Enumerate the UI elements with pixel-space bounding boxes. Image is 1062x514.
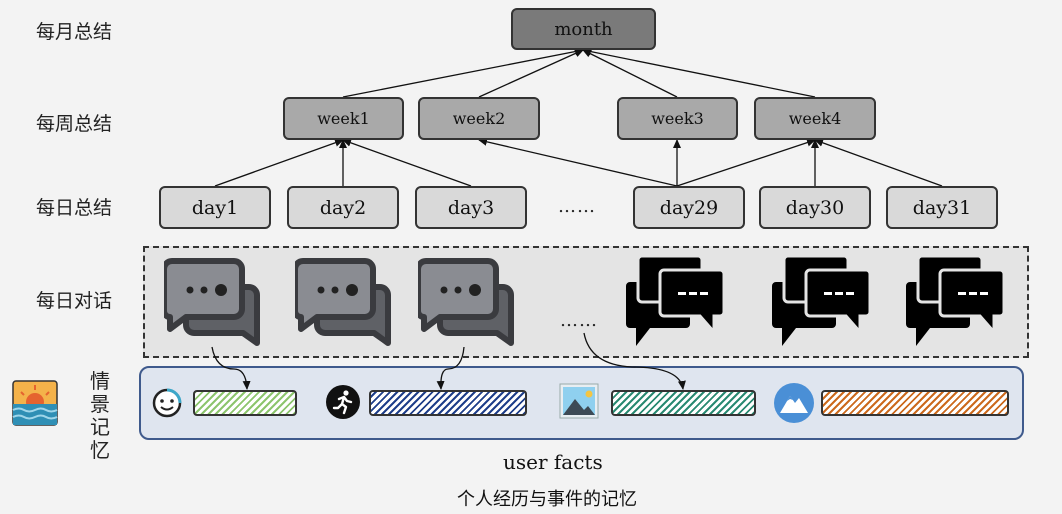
arrow-chat1-fact1 <box>211 346 251 390</box>
link-day1-week1 <box>214 138 344 187</box>
link-day29-week4 <box>676 138 816 187</box>
fact-bar-3 <box>611 390 756 416</box>
node-month: month <box>511 8 656 50</box>
fact-bar-4 <box>821 390 1009 416</box>
chat-bubbles-black-icon <box>772 254 872 346</box>
link-week4-month <box>582 47 816 98</box>
running-person-icon <box>326 385 360 419</box>
row-label-daily: 每日总结 <box>36 197 113 219</box>
episodic-memory-label: 情景记忆 <box>90 369 110 462</box>
row-label-weekly: 每周总结 <box>36 113 113 135</box>
fact-bar-1 <box>193 390 297 416</box>
sunset-beach-icon <box>12 380 58 426</box>
chat-bubbles-black-icon <box>626 254 726 346</box>
node-day30: day30 <box>759 186 871 229</box>
arrow-dialogue-fact3 <box>583 332 686 390</box>
dialogue-ellipsis: …… <box>560 310 598 331</box>
link-day29-week2 <box>478 137 678 187</box>
node-day3: day3 <box>415 186 527 229</box>
node-day29: day29 <box>633 186 745 229</box>
row-label-dialogue: 每日对话 <box>36 290 113 312</box>
link-week1-month <box>342 47 584 98</box>
link-week2-month <box>478 49 584 98</box>
landscape-icon <box>559 383 599 419</box>
days-ellipsis: …… <box>558 196 596 217</box>
chat-bubbles-icon <box>295 258 391 346</box>
arrow-chat3-fact2 <box>436 346 465 390</box>
node-week1: week1 <box>283 97 404 140</box>
node-day31: day31 <box>886 186 998 229</box>
user-facts-caption: user facts <box>503 450 603 474</box>
node-day2: day2 <box>287 186 399 229</box>
link-day31-week4 <box>814 138 943 187</box>
chat-bubbles-icon <box>418 258 514 346</box>
link-day3-week1 <box>342 138 472 187</box>
link-week3-month <box>582 49 678 98</box>
node-week3: week3 <box>617 97 738 140</box>
row-label-monthly: 每月总结 <box>36 21 113 43</box>
smiley-icon <box>152 388 182 418</box>
bottom-caption: 个人经历与事件的记忆 <box>457 489 637 510</box>
chat-bubbles-black-icon <box>906 254 1006 346</box>
node-week2: week2 <box>418 97 540 140</box>
fact-bar-2 <box>369 390 527 416</box>
chat-bubbles-icon <box>164 258 260 346</box>
node-week4: week4 <box>754 97 876 140</box>
mountain-icon <box>774 383 814 423</box>
node-day1: day1 <box>159 186 271 229</box>
